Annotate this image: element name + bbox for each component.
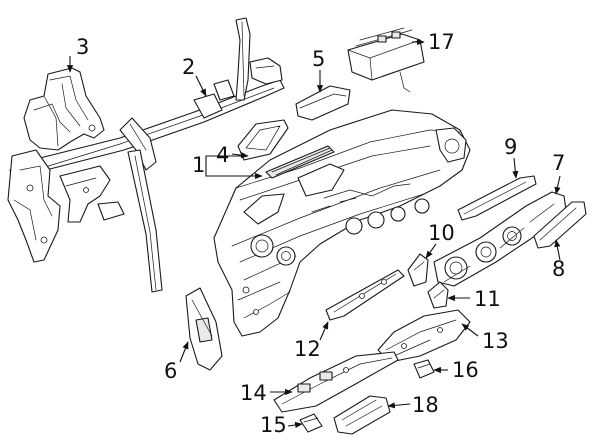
callout-7: 7 xyxy=(552,151,565,175)
part-11-clip[interactable] xyxy=(427,281,449,309)
part-1-instrument-panel[interactable] xyxy=(213,109,471,337)
part-16-connector[interactable] xyxy=(413,359,435,379)
callout-13: 13 xyxy=(482,329,509,353)
callout-15: 15 xyxy=(260,413,287,437)
callout-14: 14 xyxy=(240,381,267,405)
callout-9: 9 xyxy=(504,135,517,159)
callout-18: 18 xyxy=(412,393,439,417)
leader-lines xyxy=(66,38,561,429)
callout-4: 4 xyxy=(216,143,229,167)
part-8-end-trim[interactable] xyxy=(533,201,587,249)
callout-3: 3 xyxy=(76,35,89,59)
callout-10: 10 xyxy=(428,221,455,245)
callout-16: 16 xyxy=(452,358,479,382)
part-18-large-module[interactable] xyxy=(333,395,391,435)
callout-17: 17 xyxy=(428,30,455,54)
part-7-cluster-housing[interactable] xyxy=(433,191,567,287)
part-10-bracket[interactable] xyxy=(407,253,429,287)
part-15-small-module[interactable] xyxy=(299,413,323,433)
part-14-lower-bracket[interactable] xyxy=(273,351,399,413)
part-2-cross-car-beam[interactable] xyxy=(7,17,285,293)
callout-labels: 1 2 3 4 5 6 7 8 9 10 11 12 13 14 15 16 1… xyxy=(76,30,565,437)
callout-2: 2 xyxy=(182,55,195,79)
callout-6: 6 xyxy=(164,359,177,383)
callout-12: 12 xyxy=(294,337,321,361)
part-5-cover[interactable] xyxy=(295,85,351,121)
part-13-under-tray[interactable] xyxy=(377,309,471,363)
callout-1: 1 xyxy=(192,153,205,177)
part-9-trim-strip[interactable] xyxy=(457,175,537,221)
part-17-control-module[interactable] xyxy=(347,27,425,93)
part-4-vent-panel[interactable] xyxy=(237,119,289,161)
part-3-side-bracket[interactable] xyxy=(23,67,105,151)
callout-8: 8 xyxy=(552,257,565,281)
callout-5: 5 xyxy=(312,47,325,71)
callout-11: 11 xyxy=(474,287,501,311)
part-12-lower-trim[interactable] xyxy=(325,269,405,321)
part-6-side-panel[interactable] xyxy=(185,287,223,371)
